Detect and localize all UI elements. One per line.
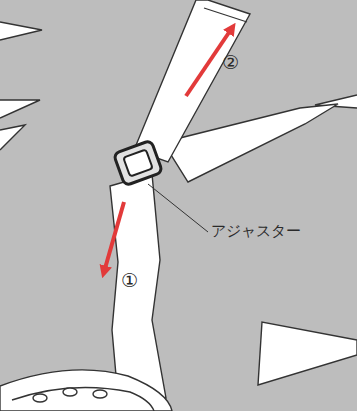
strap-end-line [204,8,247,22]
upper-strap [134,0,250,162]
part-label: アジャスター [211,223,301,240]
callout-number: ① [121,270,138,291]
leader-line [148,184,208,232]
pull-arrow [104,202,124,272]
callout-number: ② [222,52,239,73]
earcup [0,370,172,411]
lower-strap [110,174,166,398]
adjuster [113,140,162,186]
